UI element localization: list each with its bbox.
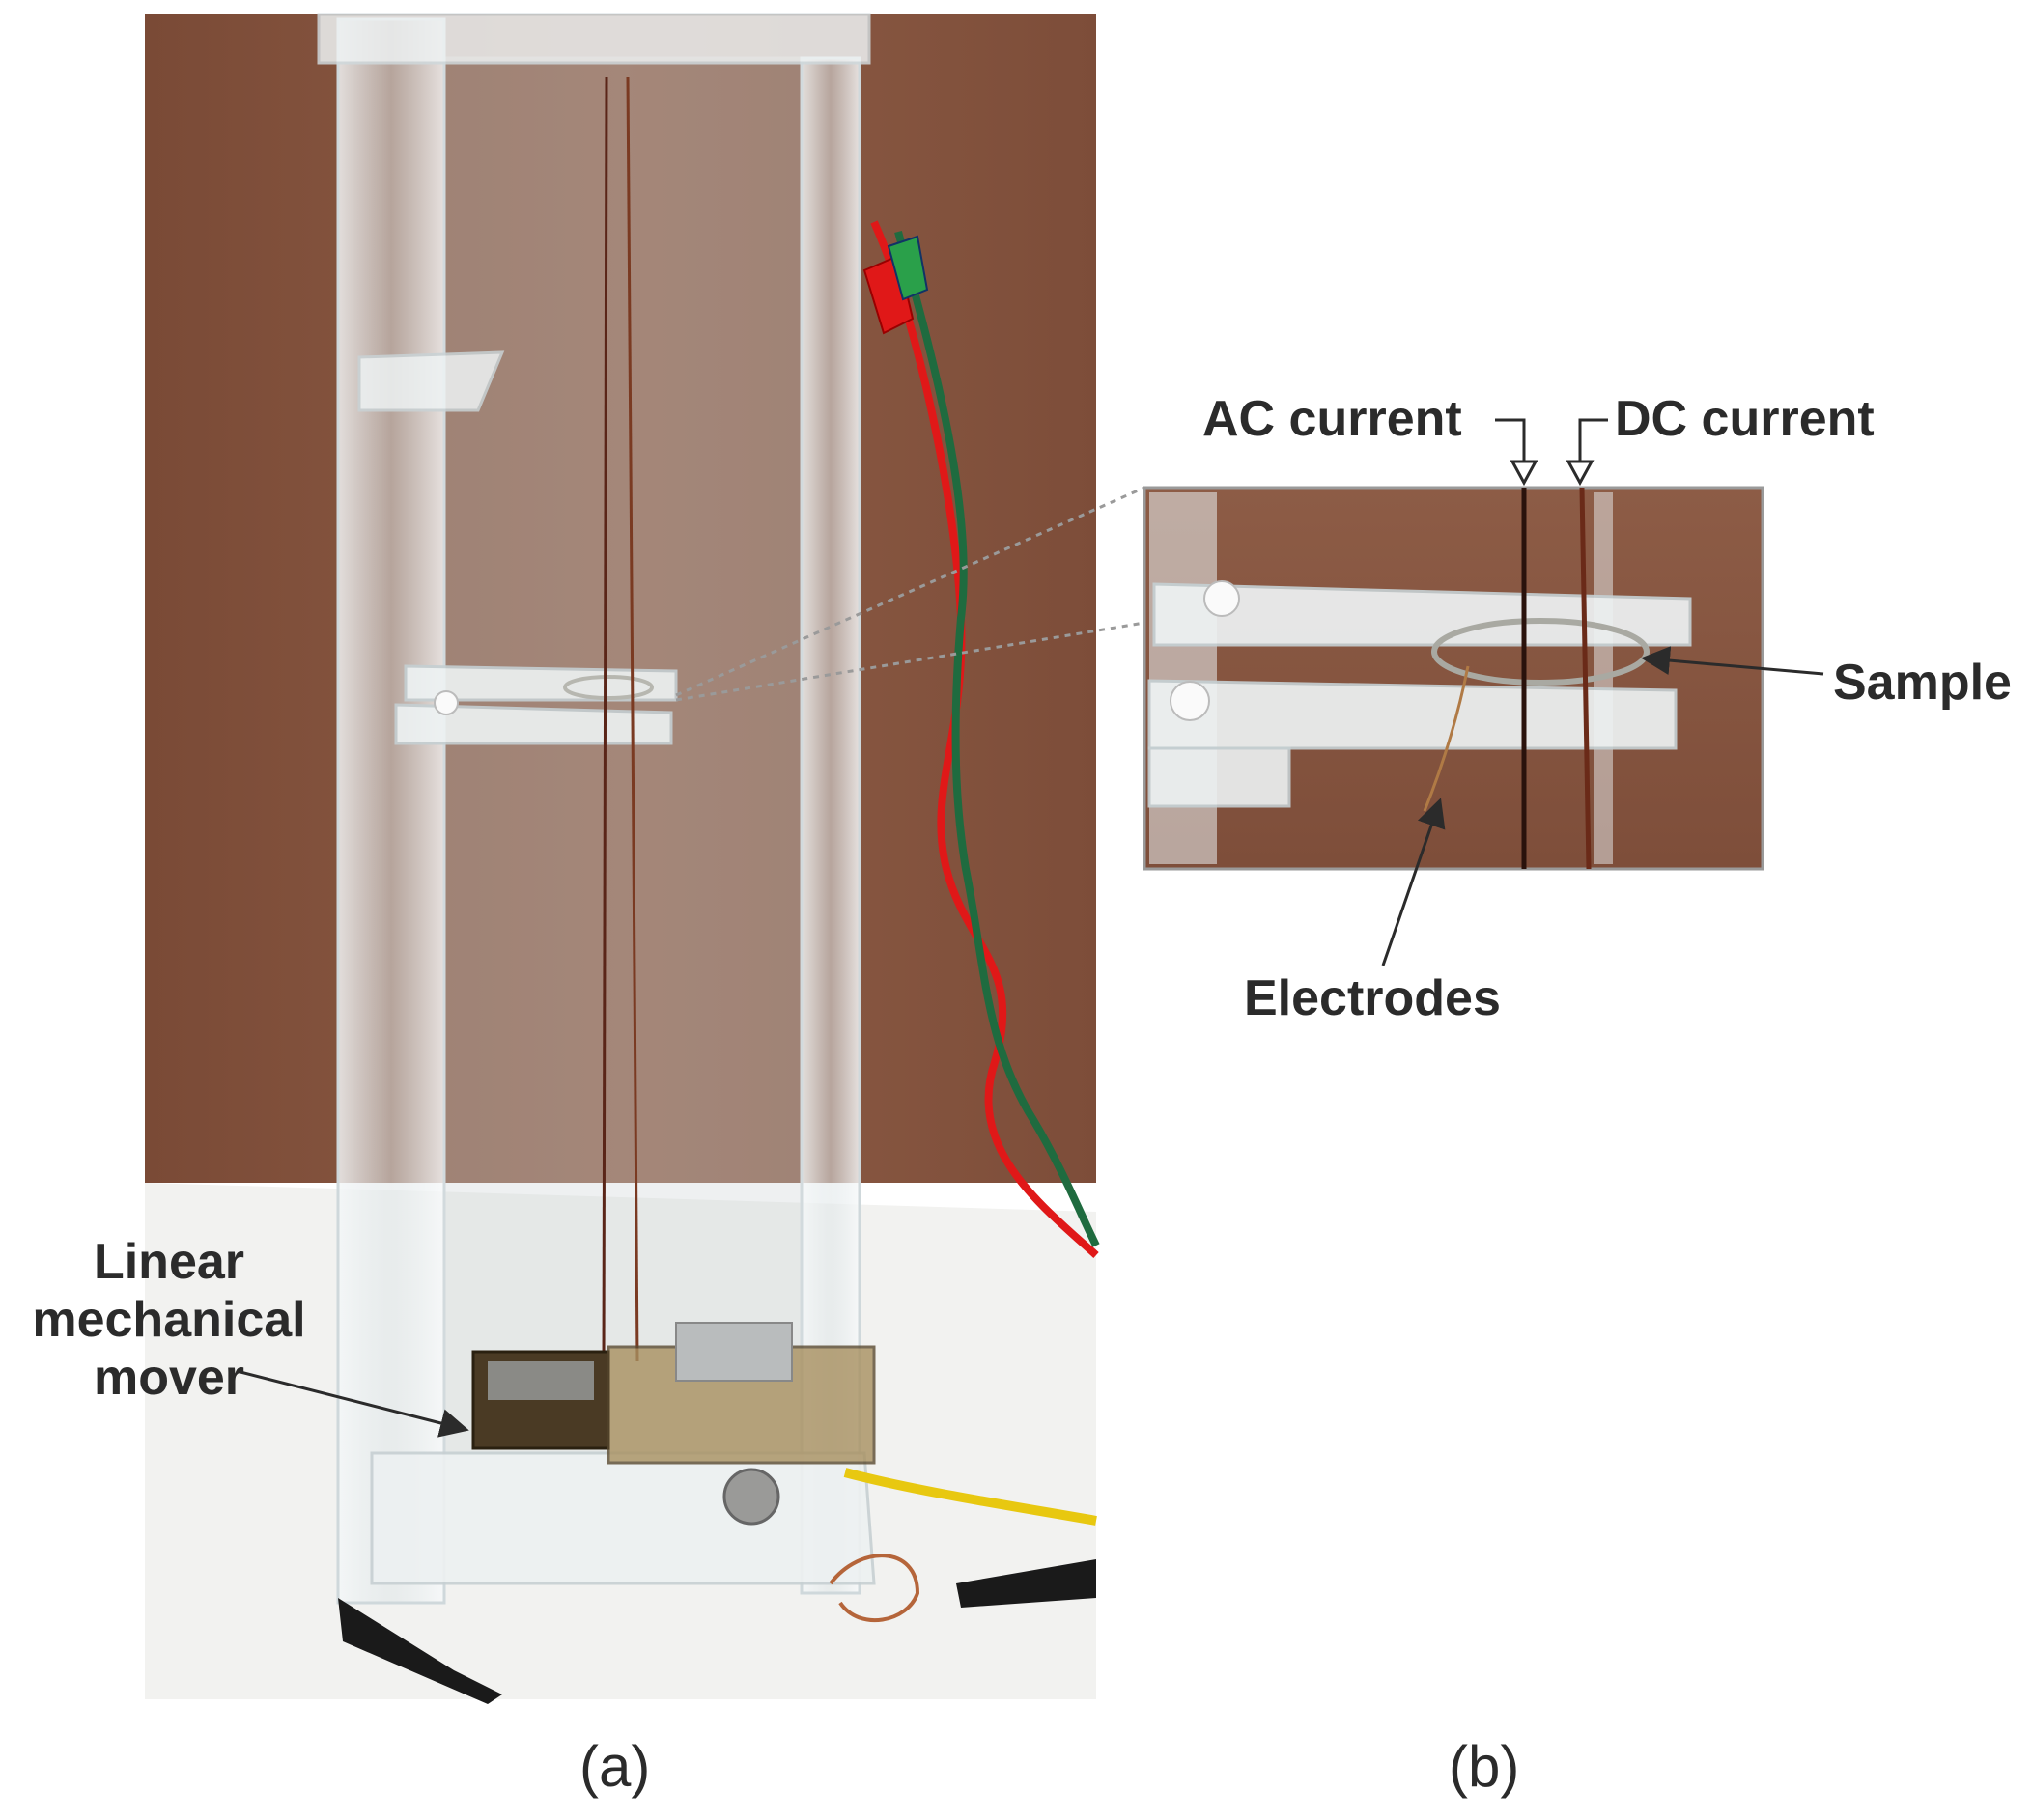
holder-screw [434,690,459,715]
label-linear-mechanical-mover: Linear mechanical mover [32,1234,306,1406]
mover-knob [722,1468,780,1526]
ac-wire-a [602,76,608,1362]
inset-electrode [1423,665,1470,812]
upper-shelf [357,350,505,412]
caption-panel-b: (b) [1449,1734,1520,1799]
dc-arrow-head [1566,460,1595,487]
caption-panel-a: (a) [579,1734,651,1799]
photo-wall [145,14,1096,1183]
label-sample: Sample [1833,655,2012,711]
mover-arrow [236,1369,469,1438]
green-clip [887,235,929,301]
label-dc-current: DC current [1615,391,1875,447]
acrylic-back-plate [442,56,804,1460]
inset-holder-corner [1147,746,1291,808]
dc-wire-a [626,76,639,1362]
inset-plate [1149,492,1217,864]
mover-grid [488,1361,594,1400]
inset-holder-lower [1147,679,1678,750]
ac-arrow-head [1510,460,1538,487]
panel-b-inset [1143,486,1764,871]
zoom-line-bottom [675,621,1145,702]
electrodes-arrow [1381,798,1446,966]
inset-dc-wire [1579,487,1592,870]
acrylic-top-cap [317,13,871,65]
yellow-wire [843,1468,1097,1526]
copper-coil [829,1554,920,1622]
inset-frame [1143,486,1764,871]
inset-holder-upper [1152,582,1692,647]
inset-screw-top [1203,580,1240,617]
ac-arrow [1495,418,1526,463]
inset-screw-bottom [1170,681,1210,721]
red-wire [870,220,1099,1258]
sample-ring-a [563,675,654,700]
sample-holder-lower [394,703,673,745]
sample-arrow [1641,646,1824,676]
mover-bracket [675,1322,793,1382]
acrylic-base [370,1451,876,1585]
dc-arrow [1578,418,1608,463]
acrylic-left-column [336,17,446,1605]
label-ac-current: AC current [1202,391,1462,447]
panel-a-photo [145,13,1100,1704]
acrylic-right-column [800,56,861,1595]
black-clip-right [956,1559,1096,1608]
green-wire [894,230,1100,1247]
zoom-line-top [675,486,1145,697]
label-electrodes: Electrodes [1244,970,1501,1026]
black-clip-left [338,1598,502,1704]
